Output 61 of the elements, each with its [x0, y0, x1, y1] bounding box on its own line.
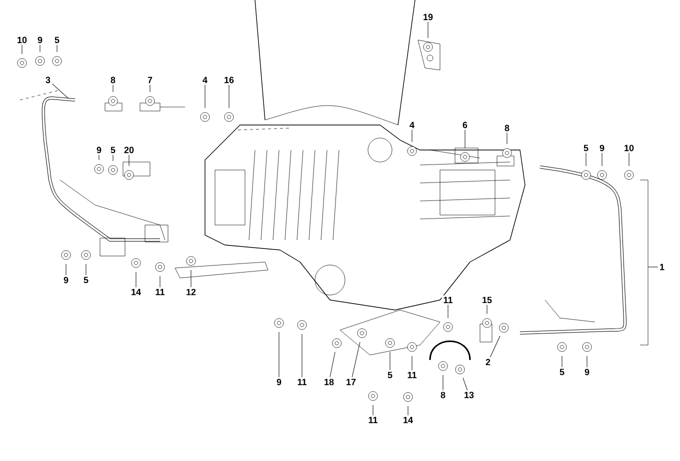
leader-line	[128, 154, 130, 166]
callout-number: 8	[439, 390, 447, 400]
callout-number: 9	[95, 145, 103, 155]
callout-number: 16	[222, 75, 236, 85]
leader-line	[112, 84, 114, 92]
leader-line	[464, 130, 466, 148]
callout-number: 8	[503, 123, 511, 133]
callout-number: 5	[386, 370, 394, 380]
callout-number: 7	[146, 75, 154, 85]
callout-number: 11	[296, 377, 308, 387]
leader-line	[228, 84, 230, 108]
leader-line	[628, 152, 630, 166]
callout-number: 8	[109, 75, 117, 85]
leader-line	[352, 342, 360, 378]
leader-line	[486, 304, 488, 314]
leader-line	[330, 352, 336, 378]
callout-number: 20	[122, 145, 136, 155]
callout-number: 13	[462, 390, 476, 400]
callout-number: 15	[480, 295, 494, 305]
leader-line	[442, 374, 444, 390]
leader-line	[506, 132, 508, 144]
callout-number: 5	[109, 145, 117, 155]
callout-number: 19	[422, 12, 434, 22]
callout-number: 1	[658, 262, 666, 272]
callout-number: 10	[622, 143, 636, 153]
callout-number: 3	[44, 75, 52, 85]
callout-number: 9	[598, 143, 606, 153]
callout-number: 4	[408, 120, 416, 130]
callout-number: 5	[82, 275, 90, 285]
callout-number: 12	[184, 287, 198, 297]
callout-number: 11	[442, 295, 454, 305]
leader-line	[204, 84, 206, 108]
leader-line	[462, 378, 468, 390]
callout-number: 9	[583, 367, 591, 377]
callout-number: 11	[154, 287, 166, 297]
callout-number: 18	[322, 377, 336, 387]
leader-line	[52, 84, 68, 98]
callout-number: 9	[62, 275, 70, 285]
callout-number: 9	[275, 377, 283, 387]
callout-number: 5	[558, 367, 566, 377]
callout-number: 9	[36, 35, 44, 45]
leader-line	[56, 44, 58, 52]
leader-line	[648, 266, 658, 268]
leader-line	[278, 332, 280, 378]
callout-number: 14	[402, 415, 414, 425]
leader-line	[372, 404, 374, 416]
callout-number: 11	[406, 370, 418, 380]
callout-number: 14	[130, 287, 142, 297]
leader-line	[112, 154, 114, 162]
callout-number: 4	[201, 75, 209, 85]
callout-number: 5	[582, 143, 590, 153]
leader-line	[490, 336, 500, 358]
callout-number: 17	[344, 377, 358, 387]
callout-number: 6	[461, 120, 469, 130]
callout-number: 10	[16, 35, 28, 45]
callout-number: 11	[366, 415, 380, 425]
leader-line	[586, 356, 588, 368]
callout-number: 2	[484, 357, 492, 367]
leader-line	[98, 154, 100, 160]
leader-line	[190, 270, 192, 288]
callout-number: 5	[53, 35, 61, 45]
